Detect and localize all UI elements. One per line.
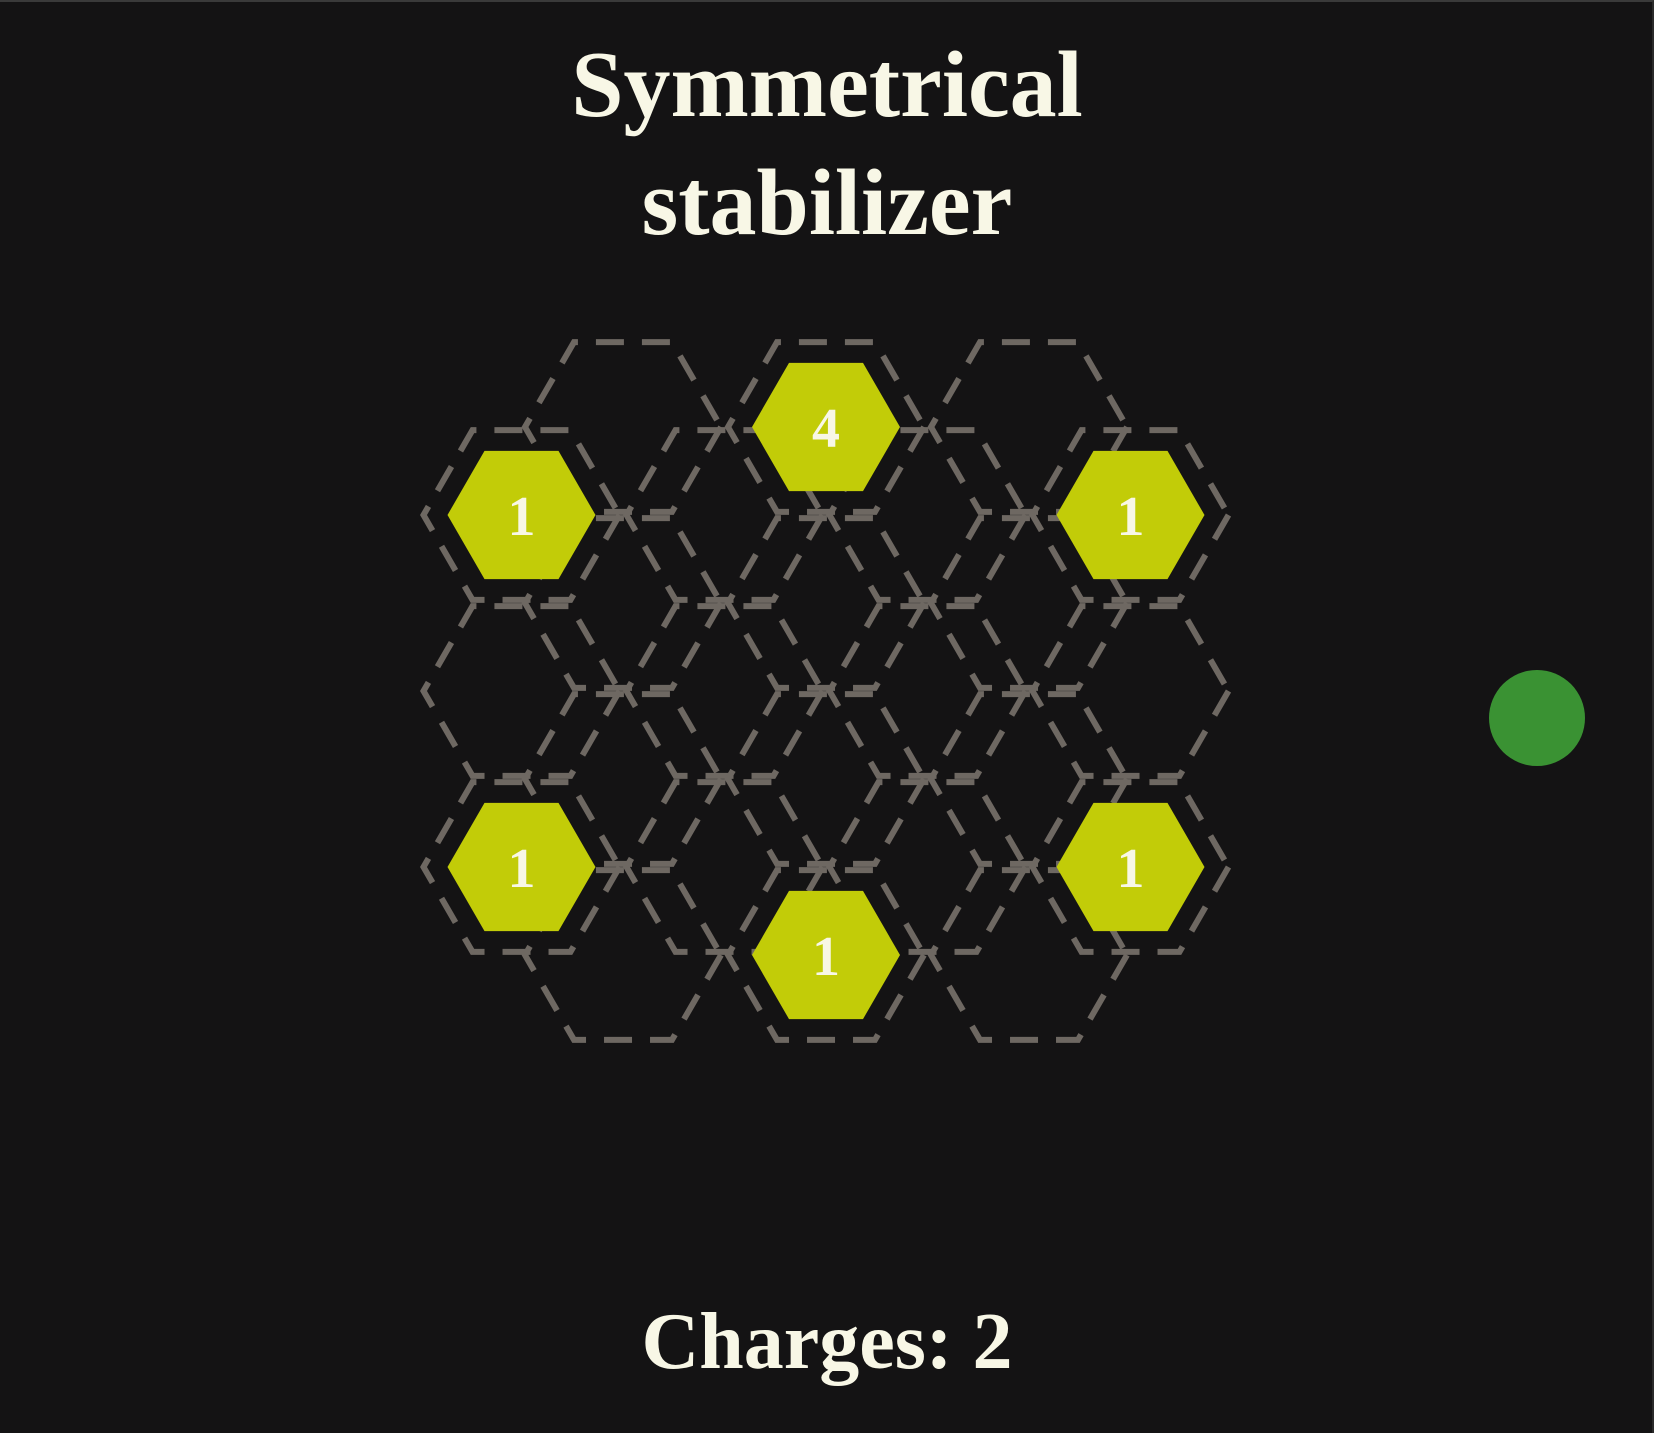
hex-cell-outline[interactable] — [420, 427, 623, 603]
hex-cell-value: 4 — [812, 398, 840, 460]
hex-cell-outline[interactable] — [521, 515, 725, 691]
hex-cell-outline[interactable] — [927, 515, 1131, 691]
hex-cell-active[interactable]: 4 — [752, 362, 900, 492]
hex-cell-active[interactable]: 1 — [1056, 802, 1205, 932]
hex-cell-outline[interactable] — [826, 427, 1029, 603]
hex-cell-fill — [1056, 802, 1205, 932]
hex-cell-active[interactable]: 1 — [1056, 450, 1205, 580]
hex-cell-value: 1 — [812, 926, 840, 988]
hex-cell-fill — [752, 362, 900, 492]
hex-cell-outline[interactable] — [521, 339, 725, 515]
hex-cell-outline[interactable] — [724, 339, 928, 515]
puzzle-title-line-1: Symmetrical — [571, 33, 1083, 137]
active-cells: 4 1 1 1 1 1 — [447, 362, 1205, 1020]
hex-cell-outline[interactable] — [826, 779, 1029, 955]
charges-counter: Charges: 2 — [641, 1298, 1013, 1386]
hex-cell-active[interactable]: 1 — [447, 450, 596, 580]
hex-cell-outline[interactable] — [826, 603, 1029, 779]
hex-cell-value: 1 — [1117, 838, 1145, 900]
hex-cell-value: 1 — [1117, 486, 1145, 548]
hex-cell-outline[interactable] — [1029, 779, 1232, 955]
hex-cell-outline[interactable] — [1029, 603, 1232, 779]
hex-cell-outline[interactable] — [623, 427, 826, 603]
hex-cell-outline[interactable] — [420, 603, 623, 779]
grid-outlines — [420, 339, 1232, 1043]
hex-cell-outline[interactable] — [420, 779, 623, 955]
puzzle-title: Symmetrical stabilizer — [0, 26, 1654, 262]
hex-cell-outline[interactable] — [521, 691, 725, 867]
hex-cell-active[interactable]: 1 — [447, 802, 596, 932]
hex-cell-fill — [1056, 450, 1205, 580]
hex-cell-value: 1 — [508, 486, 536, 548]
puzzle-title-line-2: stabilizer — [641, 151, 1013, 255]
hex-cell-outline[interactable] — [724, 691, 928, 867]
hex-cell-outline[interactable] — [927, 867, 1131, 1043]
green-dot-icon — [1489, 670, 1585, 766]
hex-cell-outline[interactable] — [724, 867, 928, 1043]
hex-cell-outline[interactable] — [1029, 427, 1232, 603]
hex-cell-fill — [447, 802, 596, 932]
hex-cell-outline[interactable] — [521, 867, 725, 1043]
hex-cell-outline[interactable] — [724, 515, 928, 691]
hex-cell-active[interactable]: 1 — [752, 890, 900, 1020]
hex-cell-fill — [752, 890, 900, 1020]
hex-cell-outline[interactable] — [623, 603, 826, 779]
hex-cell-fill — [447, 450, 596, 580]
hex-cell-value: 1 — [508, 838, 536, 900]
